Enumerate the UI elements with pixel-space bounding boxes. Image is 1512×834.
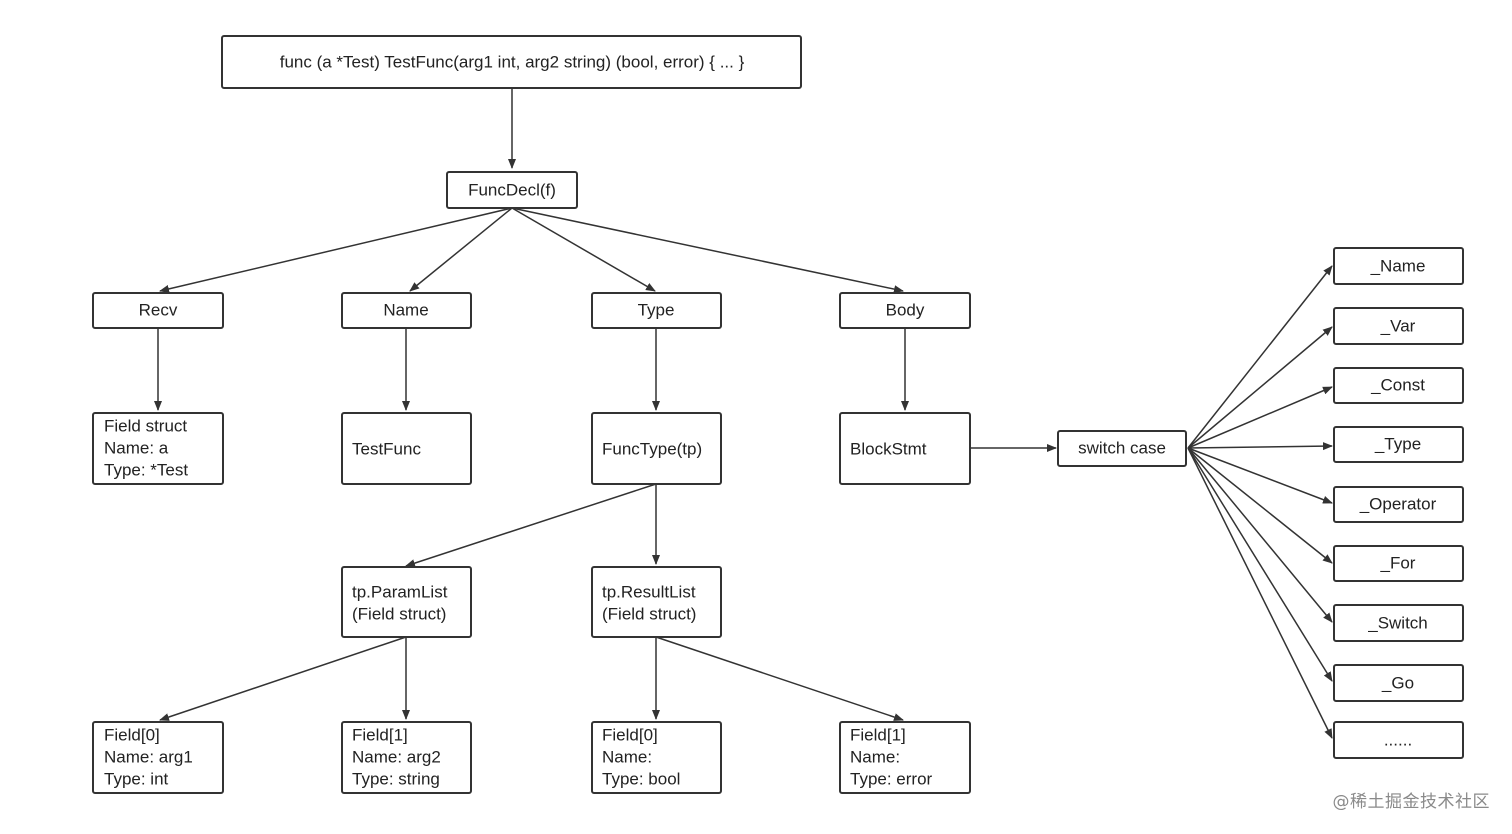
node-result-field1: Field[1] Name: Type: error (839, 721, 971, 794)
case-name-label: _Name (1370, 257, 1426, 276)
case-type-label: _Type (1374, 435, 1421, 454)
result-field0-line1: Field[0] (602, 726, 658, 745)
edge-functype-paramlist (405, 483, 657, 567)
field-struct-line1: Field struct (104, 417, 187, 436)
case-const-label: _Const (1370, 376, 1425, 395)
paramlist-line1: tp.ParamList (352, 583, 448, 602)
edge-paramlist-field0 (159, 636, 407, 721)
node-recv: Recv (92, 292, 224, 329)
edge-switch-type (1187, 442, 1333, 451)
node-case-type: _Type (1333, 426, 1464, 463)
body-label: Body (886, 301, 925, 320)
node-case-go: _Go (1333, 664, 1464, 702)
blockstmt-label: BlockStmt (850, 440, 927, 459)
resultlist-line2: (Field struct) (602, 605, 696, 624)
result-field0-line3: Type: bool (602, 770, 680, 789)
case-more-label: ...... (1384, 731, 1412, 750)
node-case-operator: _Operator (1333, 486, 1464, 523)
edge-switch-for (1187, 447, 1333, 564)
case-operator-label: _Operator (1359, 495, 1437, 514)
result-field0-line2: Name: (602, 748, 652, 767)
param-field1-line3: Type: string (352, 770, 440, 789)
node-field-struct: Field struct Name: a Type: *Test (92, 412, 224, 485)
node-switch-case: switch case (1057, 430, 1187, 467)
edge-switch-operator (1187, 447, 1333, 504)
node-case-more: ...... (1333, 721, 1464, 759)
node-param-field1: Field[1] Name: arg2 Type: string (341, 721, 472, 794)
testfunc-label: TestFunc (352, 440, 421, 459)
edge-switch-more (1187, 447, 1333, 739)
name-label: Name (383, 301, 428, 320)
case-var-label: _Var (1380, 317, 1416, 336)
case-for-label: _For (1380, 554, 1416, 573)
edge-funcdecl-recv (159, 207, 513, 293)
switch-case-label: switch case (1078, 439, 1166, 458)
edge-resultlist-field1 (655, 636, 904, 721)
functype-label: FuncType(tp) (602, 440, 702, 459)
node-signature: func (a *Test) TestFunc(arg1 int, arg2 s… (221, 35, 802, 89)
node-case-const: _Const (1333, 367, 1464, 404)
node-functype: FuncType(tp) (591, 412, 722, 485)
param-field1-line1: Field[1] (352, 726, 408, 745)
case-switch-label: _Switch (1367, 614, 1428, 633)
edge-switch-name (1187, 265, 1333, 449)
node-case-for: _For (1333, 545, 1464, 582)
node-funcdecl: FuncDecl(f) (446, 171, 578, 209)
funcdecl-label: FuncDecl(f) (468, 181, 556, 200)
node-paramlist: tp.ParamList (Field struct) (341, 566, 472, 638)
param-field0-line1: Field[0] (104, 726, 160, 745)
node-result-field0: Field[0] Name: Type: bool (591, 721, 722, 794)
watermark: @稀土掘金技术社区 (1332, 792, 1490, 812)
paramlist-line2: (Field struct) (352, 605, 446, 624)
case-go-label: _Go (1381, 674, 1414, 693)
edge-funcdecl-type (511, 207, 656, 292)
node-case-switch: _Switch (1333, 604, 1464, 642)
edge-funcdecl-name (409, 207, 513, 292)
signature-label: func (a *Test) TestFunc(arg1 int, arg2 s… (280, 53, 745, 72)
node-resultlist: tp.ResultList (Field struct) (591, 566, 722, 638)
result-field1-line2: Name: (850, 748, 900, 767)
field-struct-line3: Type: *Test (104, 461, 188, 480)
type-label: Type (638, 301, 675, 320)
edge-switch-const (1187, 386, 1333, 449)
node-name: Name (341, 292, 472, 329)
node-body: Body (839, 292, 971, 329)
recv-label: Recv (139, 301, 178, 320)
node-case-var: _Var (1333, 307, 1464, 345)
result-field1-line3: Type: error (850, 770, 933, 789)
edge-funcdecl-body (511, 207, 904, 294)
node-blockstmt: BlockStmt (839, 412, 971, 485)
field-struct-line2: Name: a (104, 439, 169, 458)
param-field1-line2: Name: arg2 (352, 748, 441, 767)
edge-switch-go (1187, 447, 1333, 682)
param-field0-line2: Name: arg1 (104, 748, 193, 767)
node-testfunc: TestFunc (341, 412, 472, 485)
result-field1-line1: Field[1] (850, 726, 906, 745)
resultlist-line1: tp.ResultList (602, 583, 696, 602)
node-case-name: _Name (1333, 247, 1464, 285)
edges (154, 88, 1333, 739)
node-param-field0: Field[0] Name: arg1 Type: int (92, 721, 224, 794)
param-field0-line3: Type: int (104, 770, 169, 789)
edge-switch-switch (1187, 447, 1333, 623)
node-type: Type (591, 292, 722, 329)
edge-switch-var (1187, 326, 1333, 449)
